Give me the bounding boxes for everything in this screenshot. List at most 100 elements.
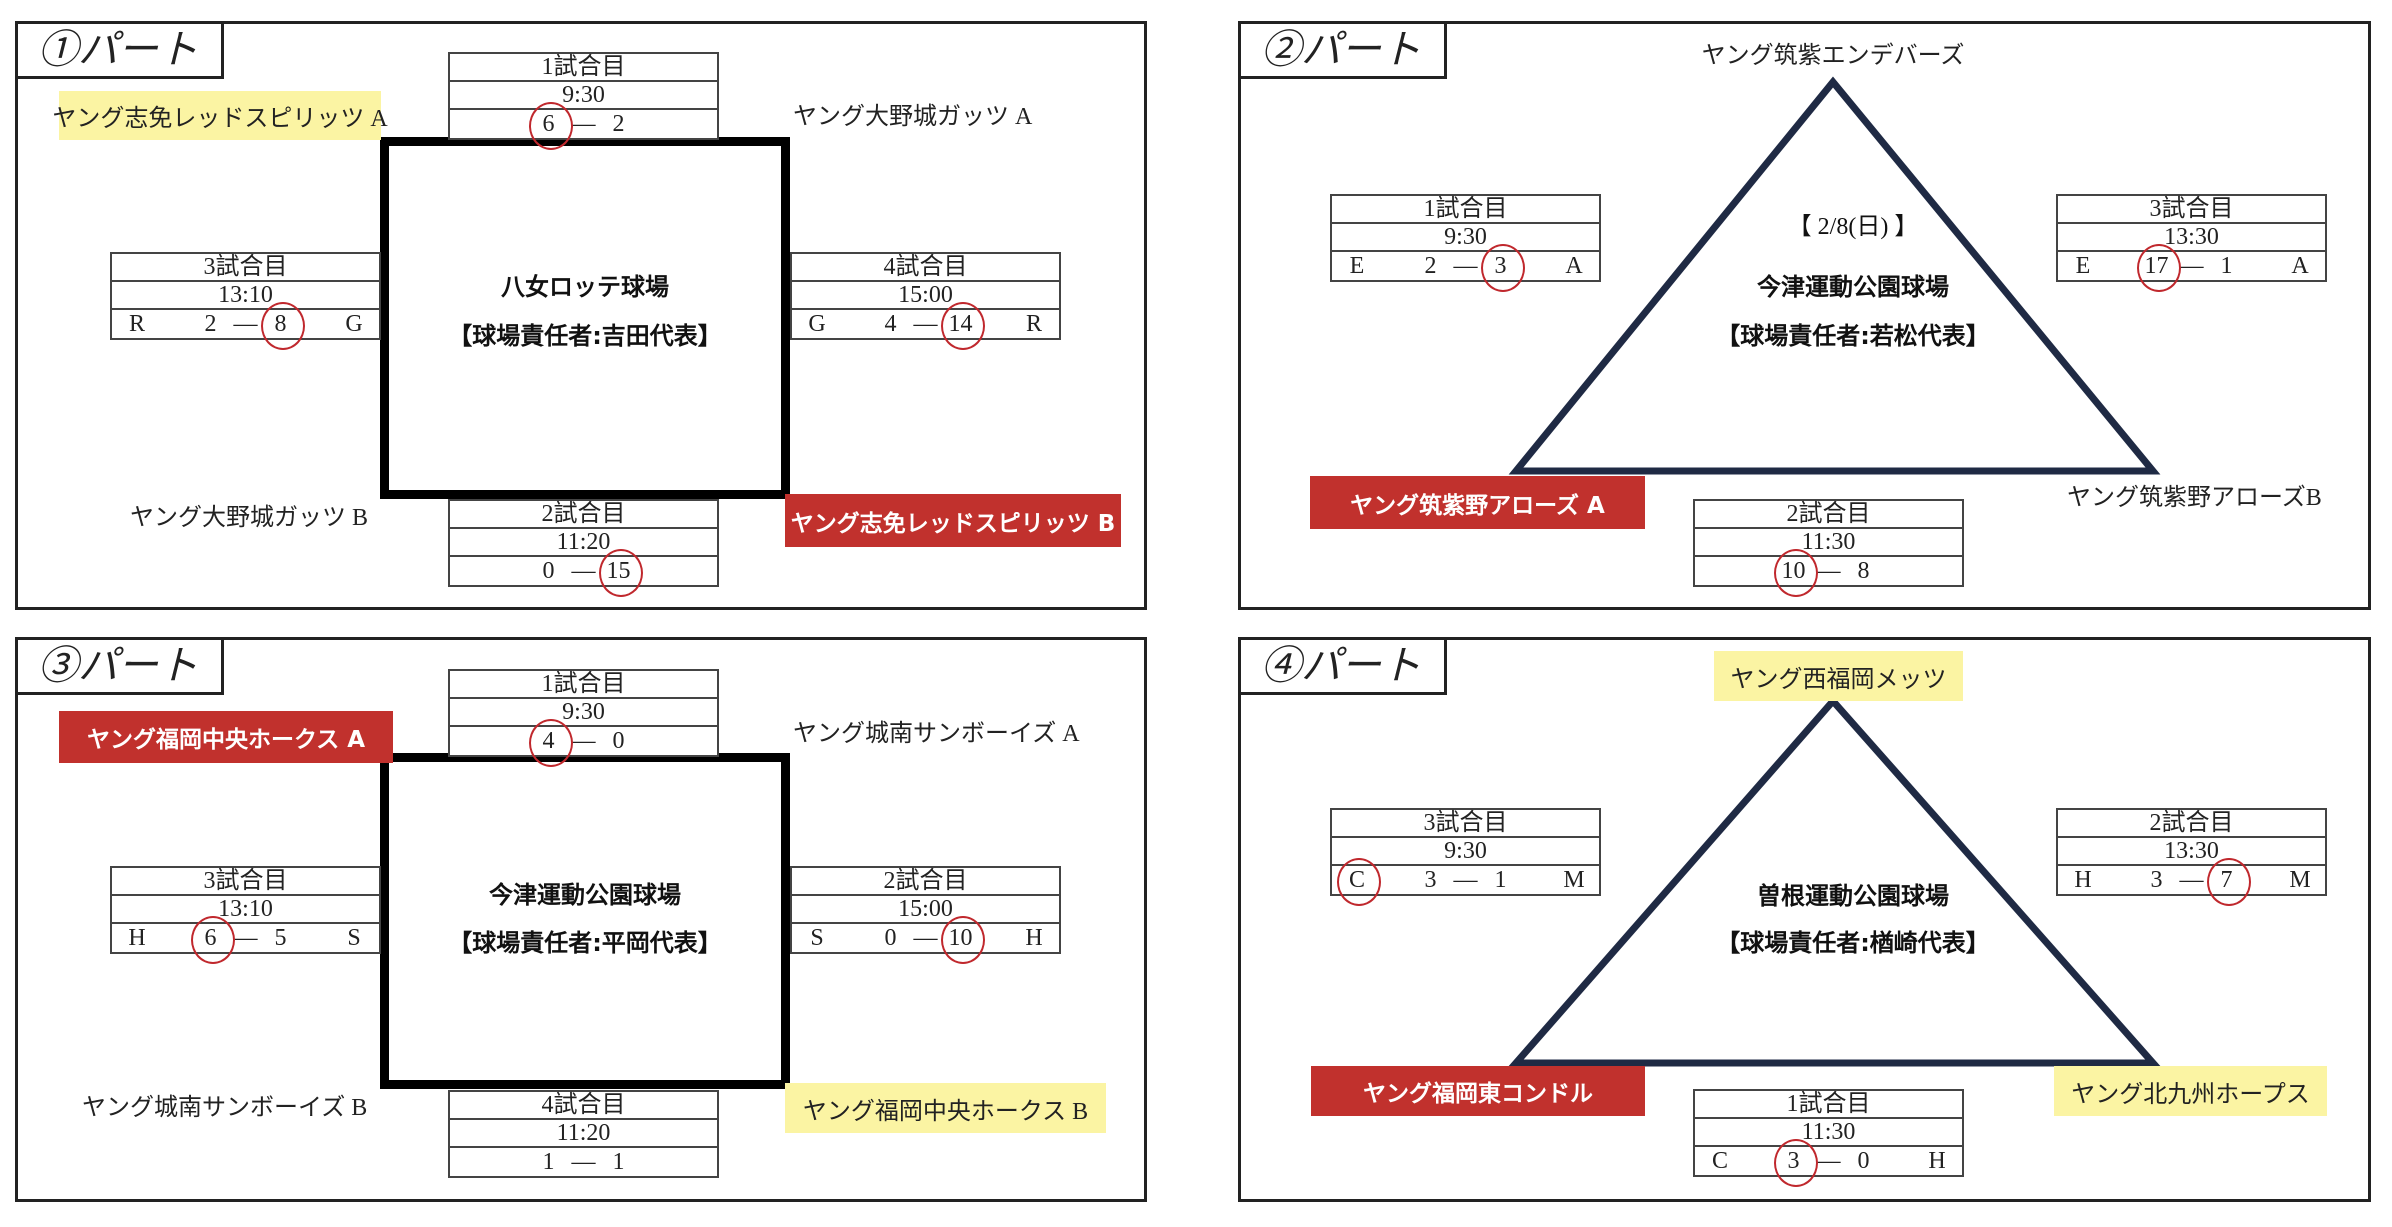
- venue-manager: 【球場責任者:平岡代表】: [448, 929, 722, 957]
- venue-triangle: [1508, 76, 2161, 475]
- away-score: 5: [274, 924, 287, 951]
- game-time: 13:30: [2058, 224, 2325, 252]
- away-team-code: H: [1025, 924, 1043, 951]
- game-time: 9:30: [450, 699, 717, 727]
- away-team-code: G: [345, 310, 363, 337]
- away-score: 1: [2220, 252, 2233, 279]
- part-title: ④パート: [1238, 637, 1447, 695]
- home-team-code: S: [810, 924, 824, 951]
- game-time: 9:30: [450, 82, 717, 110]
- score-dash: —: [571, 557, 596, 584]
- away-score: 3: [1480, 244, 1525, 292]
- part-title: ③パート: [15, 637, 224, 695]
- game-score: 4—0: [450, 719, 717, 767]
- game-number: 3試合目: [112, 254, 379, 282]
- home-score: 0: [542, 557, 555, 584]
- game-number: 1試合目: [450, 54, 717, 82]
- home-score: 3: [2150, 866, 2163, 893]
- away-score: 15: [598, 549, 643, 597]
- team-label: ヤング福岡東コンドル: [1311, 1066, 1645, 1116]
- game-number: 2試合目: [1695, 501, 1962, 529]
- triangle-outline: [1508, 76, 2161, 475]
- game-score: 10—8: [1695, 549, 1962, 597]
- away-score: 2: [612, 110, 625, 137]
- home-team-code: C: [1711, 1147, 1728, 1174]
- score-dash: —: [913, 924, 938, 951]
- team-label: ヤング志免レッドスピリッツ A: [52, 91, 388, 140]
- part-title: ②パート: [1238, 21, 1447, 79]
- home-score: 1: [542, 1148, 555, 1175]
- home-score: 4: [884, 310, 897, 337]
- game-time: 11:20: [450, 529, 717, 557]
- game-number: 3試合目: [2058, 196, 2325, 224]
- game-time: 11:20: [450, 1120, 717, 1148]
- triangle-outline: [1508, 695, 2161, 1067]
- team-label: ヤング筑紫野アローズB: [2067, 484, 2322, 511]
- venue-name: 八女ロッテ球場: [501, 273, 669, 301]
- score-dash: —: [1453, 252, 1478, 279]
- game-number: 3試合目: [112, 868, 379, 896]
- score-dash: —: [233, 310, 258, 337]
- home-team-code: R: [128, 310, 145, 337]
- away-score: 0: [612, 727, 625, 754]
- home-score: 2: [204, 310, 217, 337]
- away-score: 0: [1857, 1147, 1870, 1174]
- home-score: 17: [2136, 244, 2181, 292]
- team-label: ヤング福岡中央ホークス A: [59, 711, 393, 763]
- game-time: 9:30: [1332, 224, 1599, 252]
- home-score: 6: [528, 102, 573, 150]
- away-score: 7: [2206, 858, 2251, 906]
- team-label: ヤング福岡中央ホークス B: [785, 1083, 1106, 1133]
- team-label: ヤング大野城ガッツ B: [130, 504, 369, 531]
- game-number: 4試合目: [450, 1092, 717, 1120]
- score-dash: —: [571, 1148, 596, 1175]
- game-number: 1試合目: [1695, 1091, 1962, 1119]
- score-dash: —: [233, 924, 258, 951]
- home-score: 0: [884, 924, 897, 951]
- venue-square: [380, 753, 790, 1089]
- venue-name: 曽根運動公園球場: [1757, 882, 1949, 910]
- team-label: ヤング大野城ガッツ A: [793, 103, 1033, 130]
- home-team-code: C: [1332, 858, 1382, 906]
- away-team-code: R: [1025, 310, 1042, 337]
- away-team-code: H: [1928, 1147, 1946, 1174]
- team-label: ヤング志免レッドスピリッツ B: [785, 494, 1121, 547]
- home-team-code: E: [1349, 252, 1365, 279]
- game-number: 2試合目: [450, 501, 717, 529]
- team-label: ヤング北九州ホープス: [2054, 1066, 2327, 1116]
- team-label: ヤング西福岡メッツ: [1714, 651, 1963, 701]
- game-time: 13:10: [112, 896, 379, 924]
- part-panel-2: ②パート【 2/8(日) 】今津運動公園球場【球場責任者:若松代表】ヤング筑紫エ…: [1238, 21, 2371, 610]
- team-label: ヤング城南サンボーイズ B: [82, 1094, 368, 1121]
- away-score: 8: [1857, 557, 1870, 584]
- game-number: 1試合目: [450, 671, 717, 699]
- game-time: 13:30: [2058, 838, 2325, 866]
- score-dash: —: [1816, 1147, 1841, 1174]
- team-label: ヤング筑紫エンデバーズ: [1701, 42, 1965, 69]
- part-title: ①パート: [15, 21, 224, 79]
- part-panel-4: ④パート曽根運動公園球場【球場責任者:楢崎代表】ヤング西福岡メッツヤング福岡東コ…: [1238, 637, 2371, 1202]
- score-dash: —: [571, 727, 596, 754]
- home-score: 6: [190, 916, 235, 964]
- score-dash: —: [2179, 866, 2204, 893]
- score-dash: —: [1453, 866, 1478, 893]
- game-time: 15:00: [792, 896, 1059, 924]
- game-time: 9:30: [1332, 838, 1599, 866]
